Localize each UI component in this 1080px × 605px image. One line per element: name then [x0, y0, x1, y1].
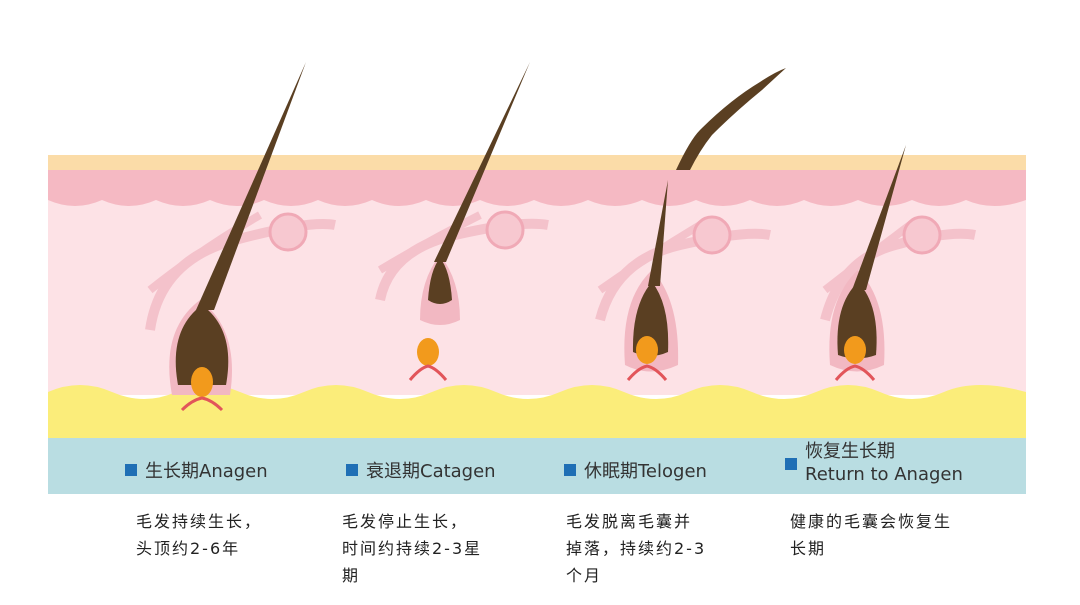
- papilla-roots: [408, 364, 448, 381]
- legend-square-icon: [346, 464, 358, 476]
- return-to-anagen-follicle: [820, 145, 976, 381]
- hair-club: [632, 282, 669, 356]
- hair-shaft: [434, 62, 530, 262]
- dermal-papilla: [636, 336, 658, 364]
- dermal-papilla: [191, 367, 213, 397]
- legend-telogen: 休眠期Telogen: [564, 448, 707, 492]
- sebaceous-gland: [902, 215, 942, 255]
- hair-club: [428, 258, 452, 304]
- legend-return-label-en: Return to Anagen: [805, 464, 963, 485]
- legend-catagen-label: 衰退期Catagen: [366, 461, 496, 482]
- hair-bulb: [175, 305, 229, 385]
- papilla-roots: [180, 396, 224, 412]
- legend-anagen: 生长期Anagen: [125, 448, 268, 492]
- anagen-description: 毛发持续生长， 头顶约2-6年: [136, 512, 263, 558]
- legend-return-label-cn: 恢复生长期: [805, 441, 895, 462]
- hair-shaft: [648, 180, 668, 286]
- top-skin-band: [48, 155, 1026, 173]
- legend-telogen-label: 休眠期Telogen: [584, 461, 707, 482]
- dermal-papilla: [417, 338, 439, 366]
- hair-bulb: [837, 282, 877, 359]
- legend-return-to-anagen: 恢复生长期 Return to Anagen: [785, 440, 963, 485]
- dermal-papilla: [844, 336, 866, 364]
- catagen-description: 毛发停止生长， 时间约持续2-3星 期: [342, 512, 483, 585]
- telogen-description: 毛发脱离毛囊并 掉落，持续约2-3 个月: [566, 512, 707, 585]
- hair-shaft: [852, 145, 906, 290]
- shed-hair: [676, 68, 786, 170]
- legend-catagen: 衰退期Catagen: [346, 448, 496, 492]
- legend-anagen-label: 生长期Anagen: [145, 461, 268, 482]
- catagen-follicle: [375, 62, 549, 381]
- legend-band: [48, 438, 1026, 494]
- hair-shaft: [196, 62, 306, 310]
- legend-square-icon: [785, 458, 797, 470]
- legend-square-icon: [564, 464, 576, 476]
- papilla-roots: [626, 364, 668, 381]
- telogen-follicle: [595, 68, 786, 381]
- sebaceous-gland: [485, 210, 525, 250]
- return-to-anagen-description: 健康的毛囊会恢复生 长期: [790, 512, 953, 558]
- sebaceous-gland: [268, 212, 308, 252]
- anagen-follicle: [145, 62, 336, 412]
- papilla-roots: [834, 364, 876, 381]
- legend-square-icon: [125, 464, 137, 476]
- sebaceous-gland: [692, 215, 732, 255]
- fat-layer: [48, 385, 1026, 440]
